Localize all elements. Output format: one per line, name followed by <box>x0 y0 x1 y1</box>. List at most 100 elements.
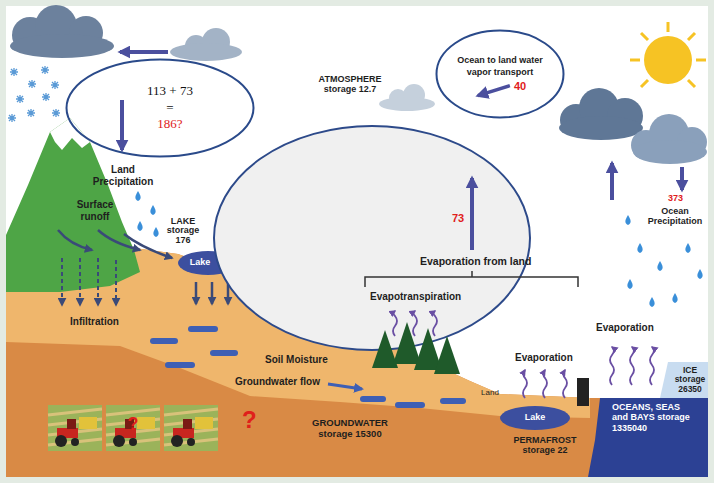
flow-label: Evaporation <box>596 322 654 334</box>
groundwater-dash <box>395 402 425 408</box>
raindrop <box>150 205 155 215</box>
vapor-squiggle <box>523 370 527 398</box>
ocean <box>588 398 708 477</box>
flux-number: 373 <box>668 193 683 203</box>
trees <box>372 322 460 374</box>
infiltration-arrow <box>97 258 99 305</box>
snowflake <box>52 109 60 117</box>
snowflake <box>28 80 36 88</box>
seepage-arrow <box>211 282 214 304</box>
snowflake <box>27 109 35 117</box>
vapor-squiggle <box>413 311 417 336</box>
raindrop <box>137 221 142 231</box>
farm-icon <box>106 405 160 451</box>
vapor-squiggle <box>563 370 567 398</box>
cloud <box>170 28 242 61</box>
raindrop <box>627 279 632 289</box>
flow-label: Ocean to land water vapor transport <box>450 55 550 78</box>
flow-label: Soil Moisture <box>265 354 328 366</box>
chimney <box>577 378 589 406</box>
water-body-label: Lake <box>525 412 546 422</box>
farm-icon <box>48 405 102 451</box>
lake-seepage-arrows <box>196 282 228 304</box>
runoff-arrow <box>58 230 92 250</box>
lake <box>500 406 570 430</box>
callout-outline-shape <box>67 60 254 157</box>
snowflake <box>42 93 50 101</box>
flux-number: 40 <box>514 79 526 93</box>
vapor-squiggle <box>650 347 654 385</box>
flow-label: Evapotranspiration <box>370 291 461 303</box>
equals-sign: = <box>166 100 173 117</box>
blank-overlay <box>214 126 530 350</box>
snowflake <box>41 66 49 74</box>
flow-label: Groundwater flow <box>235 376 320 388</box>
flow-arrow <box>120 100 124 150</box>
vapor-squiggle <box>393 311 397 336</box>
snowflake <box>16 95 24 103</box>
groundwater-dash <box>150 338 178 344</box>
raindrop <box>637 243 642 253</box>
snowflake <box>51 81 59 89</box>
sun-ray <box>667 22 670 32</box>
flow-arrow <box>470 178 474 250</box>
runoff-arrow <box>124 234 172 258</box>
storage-label: ATMOSPHERE storage 12.7 <box>319 74 382 95</box>
cloud <box>559 88 643 140</box>
vapor-squiggle <box>543 370 547 398</box>
vapor-squiggle <box>610 347 614 385</box>
surface-label: Land <box>481 388 499 397</box>
sun <box>644 36 692 84</box>
cloud-base <box>559 116 643 140</box>
flow-arrow <box>680 167 684 190</box>
sun-rays <box>630 22 706 87</box>
sky <box>6 6 708 477</box>
infiltration-arrows <box>62 258 116 305</box>
callout-outline <box>65 58 255 158</box>
flow-arrow <box>610 163 614 200</box>
flow-label: Infiltration <box>70 316 119 328</box>
storage-label: ICE storage 26350 <box>675 366 706 394</box>
vapor-squiggle <box>630 347 634 385</box>
raindrop <box>672 293 677 303</box>
tree <box>393 322 421 364</box>
snowflake <box>8 114 16 122</box>
flow-arrow <box>478 86 510 96</box>
sun-ray <box>641 80 648 87</box>
bracket <box>365 271 578 287</box>
callout-outline-shape <box>437 31 564 118</box>
cloud <box>631 114 707 164</box>
storage-label: OCEANS, SEAS and BAYS storage 1335040 <box>612 402 692 433</box>
infiltration-arrow <box>79 258 81 305</box>
raindrop <box>625 215 630 225</box>
raindrop <box>697 269 702 279</box>
raindrop <box>135 191 140 201</box>
vapor-squiggles <box>393 311 654 398</box>
raindrop <box>649 297 654 307</box>
raindrop <box>657 261 662 271</box>
flow-label: Land Precipitation <box>93 164 154 187</box>
groundwater-dash <box>165 362 195 368</box>
flow-label: Evaporation <box>515 352 573 364</box>
cloud <box>10 5 114 58</box>
raindrop <box>685 243 690 253</box>
sun-ray <box>641 33 648 40</box>
groundwater-dash <box>440 398 466 404</box>
cloud-base <box>633 140 707 164</box>
runoff-arrows <box>58 230 172 258</box>
cloud-base <box>379 97 435 111</box>
storage-label: GROUNDWATER storage 15300 <box>312 418 388 440</box>
seepage-arrow <box>195 282 198 304</box>
tree <box>434 336 460 374</box>
cloud-base <box>170 43 242 61</box>
flow-label: Ocean Precipitation <box>648 206 703 227</box>
sum-expression: 113 + 73 <box>147 83 193 100</box>
groundwater-flow-arrow <box>328 384 362 389</box>
question-mark: ? <box>242 406 257 434</box>
ice-sheet <box>660 362 708 398</box>
water-body-label: Lake <box>190 257 211 267</box>
infiltration-arrow <box>61 258 63 305</box>
